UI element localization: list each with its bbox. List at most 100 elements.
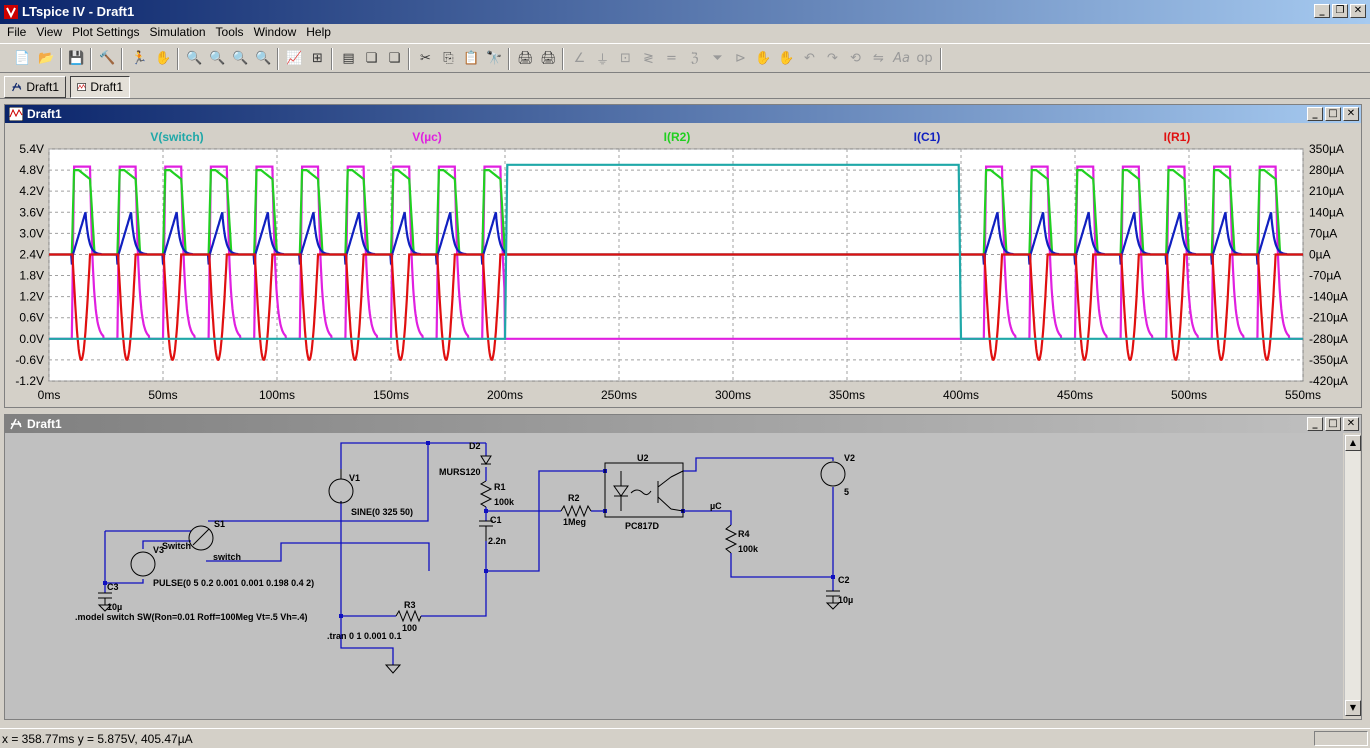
copy-icon[interactable]: ⎘ — [443, 51, 454, 66]
save-icon[interactable]: 💾 — [68, 51, 85, 66]
redo-icon[interactable]: ↷ — [827, 51, 838, 66]
s1-symbol[interactable] — [188, 525, 214, 551]
legend-i-r2-[interactable]: I(R2) — [664, 130, 691, 144]
c1-symbol[interactable] — [479, 520, 493, 541]
tile-icon[interactable]: ▤ — [342, 51, 355, 66]
toolbar-separator — [177, 48, 179, 70]
print-icon[interactable]: 🖨 — [540, 51, 557, 66]
toolbar-separator — [508, 48, 510, 70]
y-left-tick-label: -1.2V — [15, 374, 44, 388]
schematic-vertical-scrollbar[interactable]: ▲ ▼ — [1344, 435, 1361, 716]
d2-label: D2 — [469, 441, 481, 451]
spice-directive-icon[interactable]: op — [916, 51, 933, 66]
inductor-icon[interactable]: ℨ — [690, 51, 699, 66]
s1-label: S1 — [214, 519, 225, 529]
legend-i-c1-[interactable]: I(C1) — [914, 130, 941, 144]
close-button[interactable]: ✕ — [1343, 107, 1359, 121]
paste-icon[interactable]: 📋 — [463, 51, 480, 66]
tab-schematic-draft1[interactable]: Draft1 — [4, 76, 66, 98]
legend-v-c-[interactable]: V(µc) — [412, 130, 442, 144]
resistor-icon[interactable]: ≷ — [643, 51, 654, 66]
model-directive[interactable]: .model switch SW(Ron=0.01 Roff=100Meg Vt… — [75, 612, 308, 622]
rotate-icon[interactable]: ⟲ — [850, 51, 861, 66]
component-icon[interactable]: ⊳ — [735, 51, 746, 66]
y-left-tick-label: 0.6V — [19, 311, 44, 325]
mark-unmark-icon[interactable]: ⊞ — [312, 51, 323, 66]
series-line-v-switch-[interactable] — [49, 163, 1303, 340]
tran-directive[interactable]: .tran 0 1 0.001 0.1 — [327, 631, 402, 641]
tab-waveform-draft1[interactable]: Draft1 — [70, 76, 130, 98]
y-left-tick-label: 1.2V — [19, 290, 44, 304]
drag-icon[interactable]: ✋ — [778, 51, 795, 66]
close-button[interactable]: ✕ — [1343, 417, 1359, 431]
text-icon[interactable]: Aa — [893, 51, 910, 66]
capacitor-icon[interactable]: = — [666, 51, 677, 66]
ltspice-app-icon — [4, 5, 18, 19]
y-left-tick-label: 3.0V — [19, 226, 44, 240]
undo-icon[interactable]: ↶ — [804, 51, 815, 66]
open-icon[interactable]: 📂 — [38, 51, 55, 66]
ground-icon[interactable]: ⏚ — [595, 53, 609, 68]
junction — [484, 569, 488, 573]
scroll-up-icon[interactable]: ▲ — [1345, 435, 1361, 451]
minimize-button[interactable]: _ — [1307, 107, 1323, 121]
x-tick-label: 50ms — [148, 388, 177, 402]
menu-simulation[interactable]: Simulation — [149, 25, 206, 39]
draw-wire-icon[interactable]: ∠ — [573, 51, 586, 66]
schematic-canvas[interactable]: V1 SINE(0 325 50) D2 MURS120 R1 100k C1 … — [5, 433, 1343, 719]
r2-symbol[interactable] — [560, 504, 592, 518]
x-tick-label: 150ms — [373, 388, 409, 402]
zoom-in-icon[interactable]: 🔍 — [186, 51, 203, 66]
c2-value: 10µ — [838, 595, 853, 605]
menu-file[interactable]: File — [7, 25, 27, 39]
cascade-icon[interactable]: ❏ — [365, 51, 378, 66]
scroll-down-icon[interactable]: ▼ — [1345, 700, 1361, 716]
cut-icon[interactable]: ✂ — [420, 51, 431, 66]
new-schematic-icon[interactable]: 📄 — [14, 51, 31, 66]
zoom-pan-icon[interactable]: 🔍 — [209, 51, 226, 66]
junction — [426, 441, 430, 445]
control-panel-icon[interactable]: 🔨 — [99, 51, 116, 66]
restore-button[interactable]: ❐ — [1332, 4, 1348, 18]
close-windows-icon[interactable]: ❏ — [388, 51, 401, 66]
restore-button[interactable]: □ — [1325, 417, 1341, 431]
v3-symbol[interactable] — [130, 551, 156, 577]
c3-symbol[interactable] — [98, 592, 112, 605]
v2-symbol[interactable] — [820, 461, 846, 487]
legend-v-switch-[interactable]: V(switch) — [150, 130, 203, 144]
halt-icon[interactable]: ✋ — [155, 51, 172, 66]
restore-button[interactable]: □ — [1325, 107, 1341, 121]
mirror-icon[interactable]: ⇋ — [873, 51, 884, 66]
r1-symbol[interactable] — [479, 480, 493, 508]
r4-symbol[interactable] — [724, 524, 738, 554]
menu-help[interactable]: Help — [306, 25, 331, 39]
find-icon[interactable]: 🔭 — [486, 51, 503, 66]
led-symbol — [613, 471, 629, 511]
r3-symbol[interactable] — [395, 609, 422, 623]
series-line-i-r1-[interactable] — [49, 253, 1303, 362]
run-icon[interactable]: 🏃 — [131, 51, 148, 66]
print-setup-icon[interactable]: 🖨 — [517, 51, 534, 66]
menu-window[interactable]: Window — [253, 25, 297, 39]
menu-view[interactable]: View — [36, 25, 63, 39]
move-icon[interactable]: ✋ — [755, 51, 772, 66]
legend-i-r1-[interactable]: I(R1) — [1164, 130, 1191, 144]
autorange-icon[interactable]: 📈 — [286, 51, 303, 66]
close-button[interactable]: ✕ — [1350, 4, 1366, 18]
c2-symbol[interactable] — [826, 590, 840, 603]
minimize-button[interactable]: _ — [1314, 4, 1330, 18]
zoom-cancel-icon[interactable]: 🔍 — [255, 51, 272, 66]
schematic-window-titlebar: Draft1 _ □ ✕ — [5, 415, 1361, 433]
label-net-icon[interactable]: ⊡ — [620, 51, 631, 66]
menu-plot-settings[interactable]: Plot Settings — [72, 25, 140, 39]
d2-symbol[interactable] — [480, 455, 492, 465]
menu-tools[interactable]: Tools — [215, 25, 244, 39]
diode-icon[interactable]: ⏷ — [712, 51, 723, 66]
wire — [206, 542, 430, 571]
zoom-out-icon[interactable]: 🔍 — [232, 51, 249, 66]
u2-symbol[interactable] — [604, 462, 684, 518]
uc-net-label: µC — [710, 501, 722, 511]
minimize-button[interactable]: _ — [1307, 417, 1323, 431]
